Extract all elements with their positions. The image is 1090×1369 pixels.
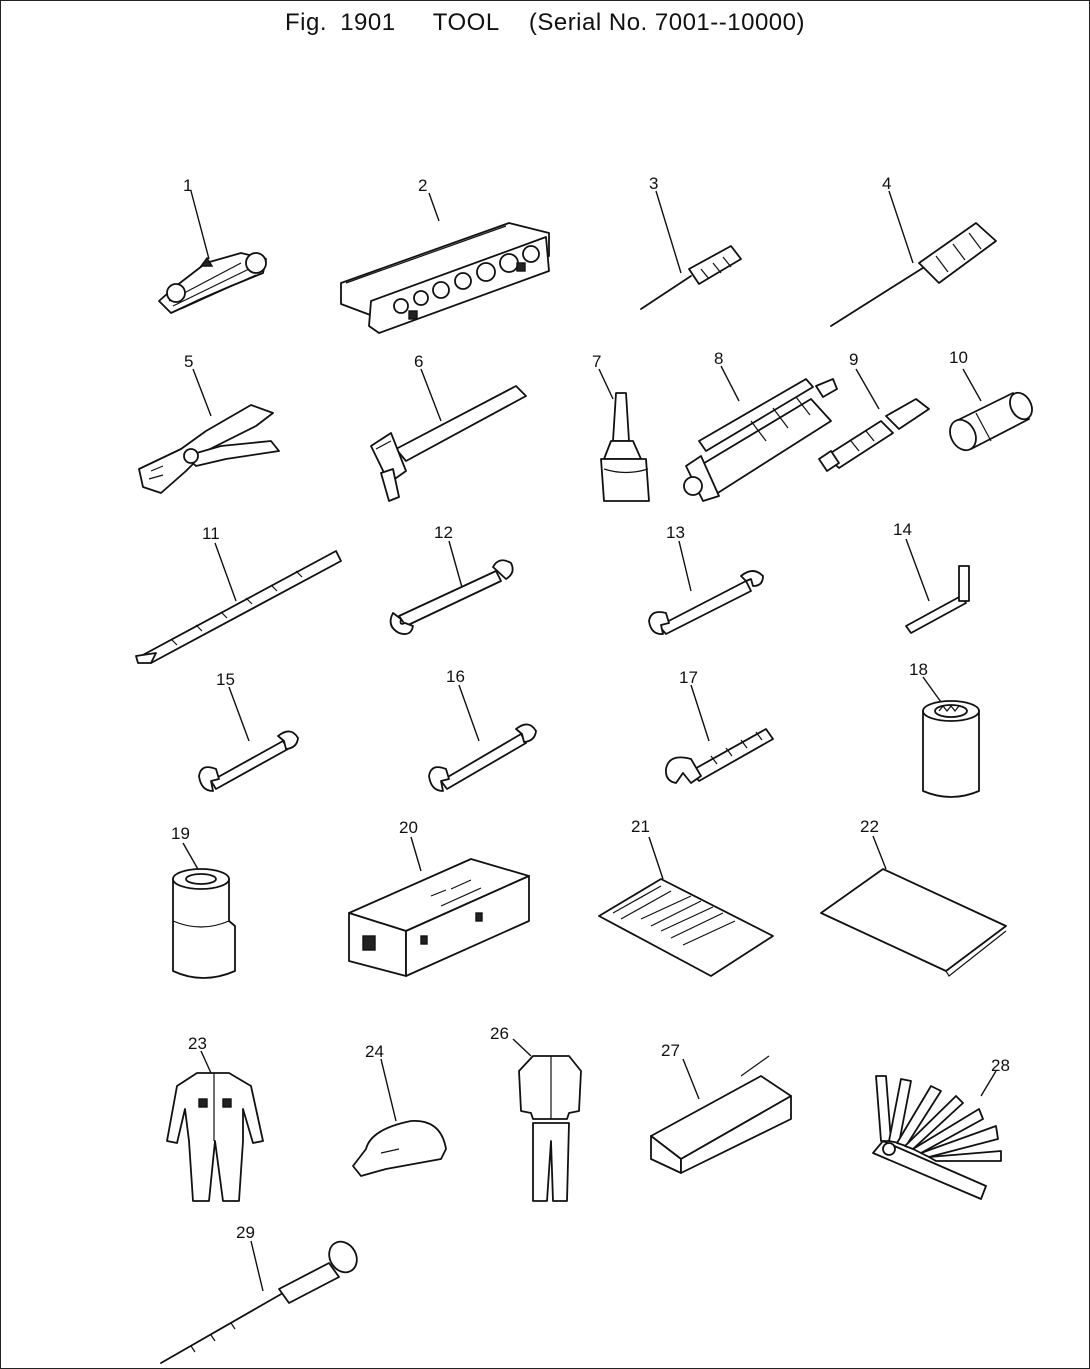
callout-21: 21 xyxy=(631,817,650,836)
callout-28: 28 xyxy=(991,1056,1010,1075)
callout-24: 24 xyxy=(365,1042,384,1061)
figure-caption: Fig. 1901 TOOL (Serial No. 7001--10000) xyxy=(1,9,1089,37)
callout-18: 18 xyxy=(909,660,928,679)
figure-number: 1901 xyxy=(340,9,396,36)
pry-bar-icon xyxy=(135,542,342,664)
callout-12: 12 xyxy=(434,523,453,542)
open-end-wrench-icon xyxy=(648,540,764,635)
callout-16: 16 xyxy=(446,667,465,686)
cap-icon xyxy=(352,1058,447,1177)
work-suit-icon xyxy=(512,1038,582,1202)
socket-icon xyxy=(949,368,1033,452)
open-end-wrench-medium-icon xyxy=(428,684,537,792)
screwdriver-icon xyxy=(830,190,997,327)
pliers-icon xyxy=(138,368,280,494)
callout-3: 3 xyxy=(649,174,658,193)
callout-8: 8 xyxy=(714,349,723,368)
adjustable-wrench-icon xyxy=(665,684,774,784)
tool-box-icon xyxy=(348,836,530,977)
callout-19: 19 xyxy=(171,824,190,843)
coverall-icon xyxy=(166,1050,264,1202)
hook-spanner-icon xyxy=(389,540,514,635)
tool-bag-icon xyxy=(650,1055,792,1174)
oil-can-icon xyxy=(598,368,650,502)
callout-14: 14 xyxy=(893,520,912,539)
callout-23: 23 xyxy=(188,1034,207,1053)
hammer-icon xyxy=(370,368,527,502)
callout-9: 9 xyxy=(849,350,858,369)
callout-4: 4 xyxy=(882,174,891,193)
callout-11: 11 xyxy=(202,524,220,543)
feeler-gauge-icon xyxy=(872,1070,1002,1200)
open-end-wrench-small-icon xyxy=(198,686,299,792)
figure-label: Fig. xyxy=(285,9,328,36)
callout-2: 2 xyxy=(418,176,427,195)
callout-22: 22 xyxy=(860,817,879,836)
callout-10: 10 xyxy=(949,348,968,367)
small-screwdriver-icon xyxy=(640,190,742,310)
callout-29: 29 xyxy=(236,1223,255,1242)
callout-26: 26 xyxy=(490,1024,509,1043)
deep-socket-icon xyxy=(922,676,980,798)
callout-6: 6 xyxy=(414,352,423,371)
callout-labels: 1 2 3 4 5 6 7 8 9 10 11 12 13 14 15 16 1… xyxy=(171,174,1010,1242)
callout-20: 20 xyxy=(399,818,418,837)
callout-13: 13 xyxy=(666,523,685,542)
grease-nozzle-icon xyxy=(818,368,930,472)
callout-15: 15 xyxy=(216,670,235,689)
callout-7: 7 xyxy=(592,352,601,371)
callout-1: 1 xyxy=(183,176,192,195)
figure-serial: (Serial No. 7001--10000) xyxy=(528,9,805,36)
manual-icon xyxy=(598,836,774,977)
wrench-set-icon xyxy=(158,190,267,314)
hex-key-icon xyxy=(905,538,970,634)
socket-large-icon xyxy=(172,842,236,979)
parts-book-icon xyxy=(820,835,1007,977)
socket-set-case-icon xyxy=(340,192,550,334)
tester-screwdriver-icon xyxy=(160,1240,358,1364)
callout-27: 27 xyxy=(661,1041,680,1060)
grease-gun-icon xyxy=(683,365,838,502)
callout-17: 17 xyxy=(679,668,698,687)
callout-5: 5 xyxy=(184,352,193,371)
figure-title: TOOL xyxy=(432,9,500,36)
